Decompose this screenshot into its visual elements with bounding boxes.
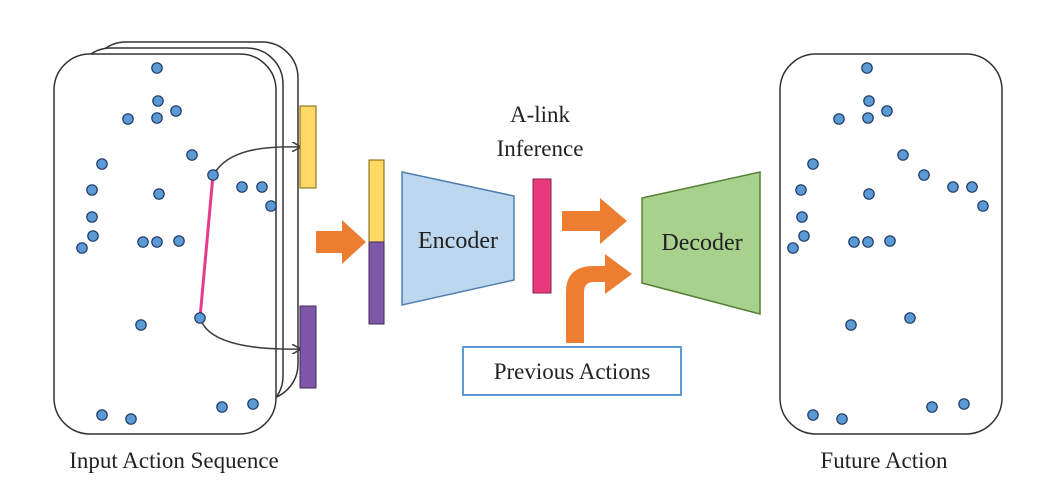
joint-marker [170,105,182,117]
encoder-block [401,171,515,306]
joint-marker [247,398,259,410]
joint-feature-yellow [299,105,317,189]
joint-marker [207,169,219,181]
input-caption: Input Action Sequence [69,448,279,473]
alink-edge [198,174,215,319]
connector-arrow-lower [200,319,300,349]
joint-marker [151,62,163,74]
joint-marker [135,319,147,331]
joint-marker [186,149,198,161]
future-caption: Future Action [820,448,948,473]
decoder-block [641,171,761,315]
joint-marker [96,409,108,421]
alink-title: A-link [510,102,571,127]
joint-marker [807,158,819,170]
joint-marker [947,181,959,193]
joint-feature-purple [299,305,317,389]
joint-marker [151,236,163,248]
previous-actions-box [462,346,682,396]
joint-marker [151,112,163,124]
joint-marker [833,113,845,125]
joint-marker [897,149,909,161]
joint-marker [76,242,88,254]
joint-marker [863,188,875,200]
joint-marker [862,112,874,124]
joint-marker [795,184,807,196]
concat-feature-yellow [368,159,385,243]
flow-arrow-previous-actions [566,254,632,343]
joint-marker [96,158,108,170]
joint-marker [194,312,206,324]
joint-marker [958,398,970,410]
connector-arrow-upper [213,147,300,175]
joint-marker [137,236,149,248]
encoder-label: Encoder [418,228,498,254]
input-frame-front [53,53,277,435]
joint-marker [966,181,978,193]
joint-marker [977,200,989,212]
joint-marker [926,401,938,413]
joint-marker [236,181,248,193]
joint-marker [881,105,893,117]
joint-marker [152,95,164,107]
joint-marker [807,409,819,421]
joint-marker [861,62,873,74]
input-skeleton-joints [76,62,277,425]
alink-subtitle: Inference [497,136,584,161]
input-frame-stack [53,41,299,435]
joint-marker [125,413,137,425]
joint-marker [86,211,98,223]
joint-marker [845,319,857,331]
alink-feature-bar [532,178,552,294]
joint-marker [904,312,916,324]
previous-actions-label: Previous Actions [494,359,651,384]
joint-marker [256,181,268,193]
flow-arrow-to-concat [316,220,366,264]
joint-marker [173,235,185,247]
joint-marker [884,235,896,247]
future-skeleton-joints [787,62,989,425]
joint-marker [848,236,860,248]
joint-marker [86,184,98,196]
joint-marker [836,413,848,425]
joint-marker [87,230,99,242]
concat-feature-purple [368,241,385,325]
joint-marker [153,188,165,200]
flow-arrow-to-decoder [562,198,627,244]
joint-marker [918,169,930,181]
joint-marker [862,236,874,248]
decoder-label: Decoder [661,230,742,256]
joint-marker [796,211,808,223]
joint-marker [265,200,277,212]
joint-marker [863,95,875,107]
joint-marker [122,113,134,125]
joint-marker [787,242,799,254]
joint-marker [798,230,810,242]
joint-marker [216,401,228,413]
